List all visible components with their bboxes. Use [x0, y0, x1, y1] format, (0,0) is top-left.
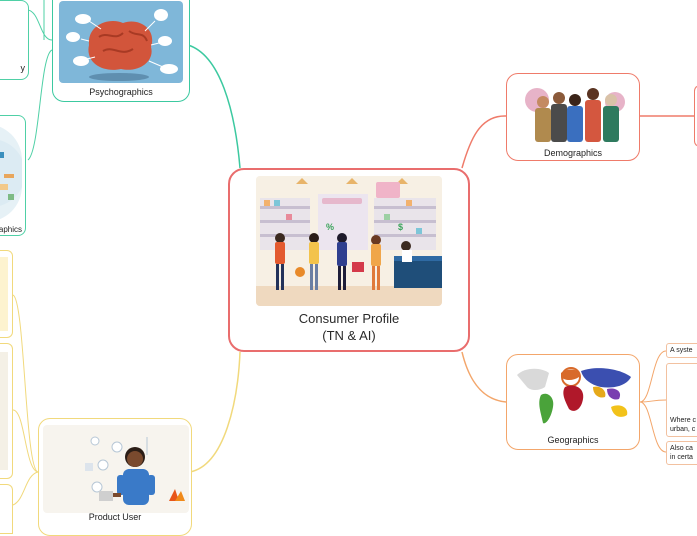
geo-note-2-line1: Where c [670, 417, 697, 424]
link-geo-note1 [639, 350, 667, 403]
geographics-label: Geographics [547, 435, 599, 445]
store-illustration: % $ [256, 176, 442, 306]
world-map-icon [517, 367, 631, 424]
geo-note-3-line1: Also ca [670, 445, 693, 452]
svg-text:%: % [326, 222, 334, 232]
user-illustration [85, 436, 185, 505]
product-user-node[interactable]: Product User [38, 418, 192, 536]
central-title: Consumer Profile (TN & AI) [230, 310, 468, 344]
left-node-partial-1[interactable]: y [0, 0, 29, 80]
psychographics-label: Psychographics [89, 87, 153, 97]
left-node-partial-4-image [0, 352, 8, 470]
left-node-partial-5[interactable] [0, 484, 13, 534]
link-pu-left-1 [12, 294, 39, 473]
central-topic-node[interactable]: % $ Consumer Profile (TN & AI) [228, 168, 470, 352]
infographic-icon [0, 140, 22, 206]
geographics-node[interactable]: Geographics [506, 354, 640, 450]
geo-note-1-text: A syste [670, 347, 693, 354]
link-demographics [461, 115, 507, 169]
left-node-partial-2-image [0, 124, 22, 222]
left-node-partial-3-image [0, 257, 8, 331]
people-group-illustration [525, 88, 625, 142]
geo-note-2-textblock: Where c urban, c [670, 416, 696, 434]
link-product-user [189, 351, 241, 473]
left-node-partial-3[interactable] [0, 250, 13, 338]
central-image: % $ [256, 176, 442, 306]
brain-icon [66, 9, 178, 81]
psychographics-image [59, 1, 183, 83]
svg-text:$: $ [398, 222, 403, 232]
product-user-label: Product User [88, 512, 142, 522]
demographics-image [523, 80, 625, 142]
left-node-partial-2-label: aphics [0, 225, 22, 234]
link-psychographics [187, 44, 241, 169]
geo-note-2[interactable]: Where c urban, c [666, 363, 697, 437]
link-geographics [461, 351, 507, 403]
demographics-node[interactable]: Demographics [506, 73, 640, 161]
geo-note-3[interactable]: Also ca in certa [666, 441, 697, 465]
geo-note-3-line2: in certa [670, 454, 693, 461]
link-pu-left-2 [12, 409, 39, 473]
link-psycho-left-2 [27, 49, 53, 161]
psychographics-node[interactable]: Psychographics [52, 0, 190, 102]
left-node-partial-4[interactable] [0, 343, 13, 479]
product-user-image [43, 425, 189, 513]
geo-note-1[interactable]: A syste [666, 343, 697, 358]
left-node-partial-1-label: y [20, 63, 26, 73]
left-node-partial-2[interactable]: aphics [0, 115, 26, 236]
link-psycho-left-1 [27, 9, 53, 41]
central-title-line1: Consumer Profile [298, 311, 400, 326]
geographics-image [511, 361, 637, 431]
central-title-line2: (TN & AI) [322, 328, 376, 343]
link-pu-left-3 [12, 471, 39, 506]
link-geo-note2 [639, 399, 667, 403]
demographics-label: Demographics [543, 148, 603, 158]
geo-note-2-line2: urban, c [670, 426, 696, 433]
link-geo-note3 [639, 401, 667, 453]
